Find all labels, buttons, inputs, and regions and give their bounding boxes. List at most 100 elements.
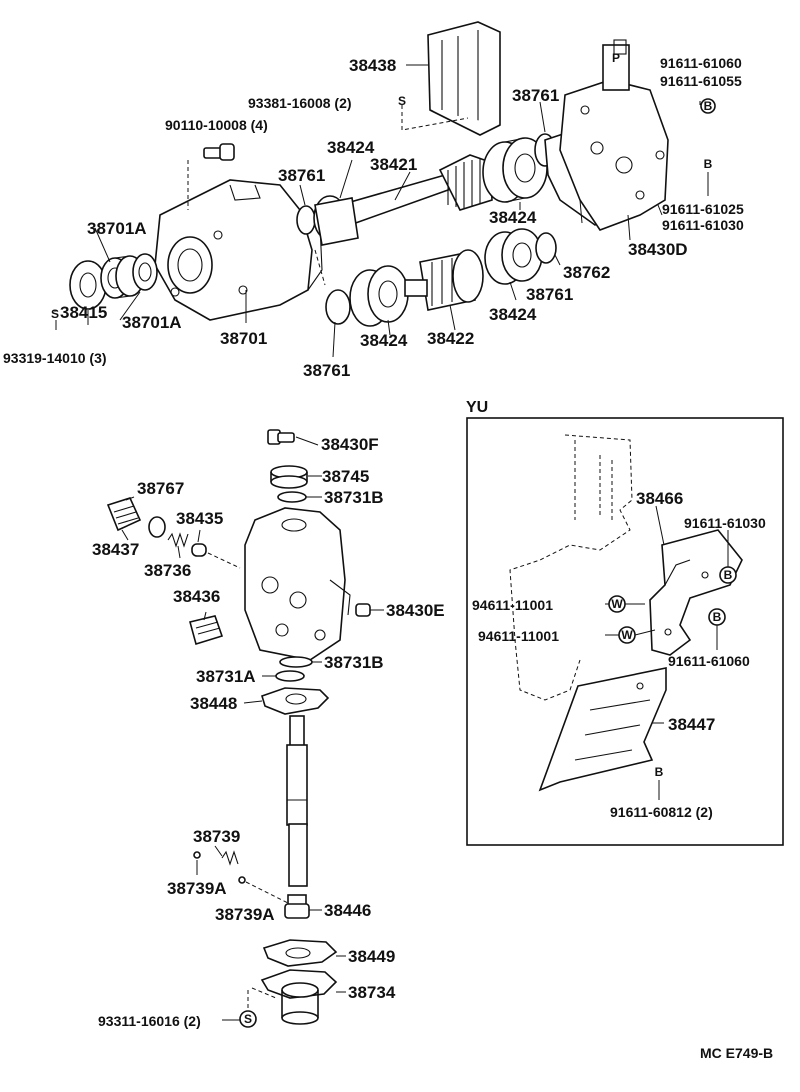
label-38430F: 38430F <box>321 435 379 454</box>
label-38424-d: 38424 <box>489 305 537 324</box>
part-90110-bolt <box>187 143 235 210</box>
label-38424-a: 38424 <box>327 138 375 157</box>
label-38466: 38466 <box>636 489 683 508</box>
part-38449-gasket <box>262 939 338 967</box>
symbol-b-upper: B <box>700 98 716 114</box>
label-38448: 38448 <box>190 694 237 713</box>
label-38421: 38421 <box>370 155 417 174</box>
label-38731B-a: 38731B <box>324 488 384 507</box>
part-38736-spring <box>167 532 189 548</box>
svg-text:S: S <box>244 1012 252 1026</box>
label-91611-61025: 91611-61025 <box>662 201 744 217</box>
part-38436-plug <box>189 615 224 646</box>
part-valve-body <box>244 507 351 661</box>
label-38701A-a: 38701A <box>87 219 147 238</box>
part-38447-plate <box>538 667 667 792</box>
part-38761-oring-d <box>325 289 351 325</box>
svg-text:B: B <box>713 610 722 624</box>
label-91611-61060: 91611-61060 <box>660 55 742 71</box>
part-38761-oring-c <box>535 232 557 264</box>
footer-code: MC E749-B <box>700 1045 773 1061</box>
label-38761-a: 38761 <box>278 166 325 185</box>
part-shaft <box>286 715 308 887</box>
label-38424-b: 38424 <box>489 208 537 227</box>
symbol-w-yu-1: W <box>608 595 626 613</box>
label-38449: 38449 <box>348 947 395 966</box>
label-91611-60812: 91611-60812 (2) <box>610 804 713 820</box>
symbol-b-lower: B <box>704 157 713 196</box>
part-38430F-bolt <box>267 429 295 445</box>
symbol-w-yu-2: W <box>618 626 636 644</box>
label-93311-16016: 93311-16016 (2) <box>98 1013 201 1029</box>
symbol-p: P <box>612 51 620 65</box>
part-38701A-bearing-2 <box>132 253 158 291</box>
label-38438: 38438 <box>349 56 396 75</box>
part-38424-gear-lower-left <box>349 265 409 327</box>
svg-text:B: B <box>724 568 733 582</box>
bottom-assembly: S 38430F 38745 38731B 38767 38435 38437 … <box>92 429 445 1029</box>
yu-title: YU <box>466 399 488 416</box>
part-38701-housing <box>154 179 323 321</box>
label-38447: 38447 <box>668 715 715 734</box>
label-38437: 38437 <box>92 540 139 559</box>
label-38701A-b: 38701A <box>122 313 182 332</box>
part-38448-gasket <box>261 687 330 715</box>
label-93319-14010: 93319-14010 (3) <box>3 350 107 366</box>
part-38745-ring <box>270 465 308 489</box>
label-yu-91611-61030: 91611-61030 <box>684 515 766 531</box>
label-38739: 38739 <box>193 827 240 846</box>
part-38731B-oring-b <box>279 656 313 668</box>
part-38731B-oring-a <box>277 491 307 503</box>
label-38436: 38436 <box>173 587 220 606</box>
label-93381-16008: 93381-16008 (2) <box>248 95 352 111</box>
label-38762: 38762 <box>563 263 610 282</box>
label-38761-b: 38761 <box>512 86 559 105</box>
svg-text:W: W <box>611 597 623 611</box>
label-38739A-a: 38739A <box>167 879 227 898</box>
label-90110-10008: 90110-10008 (4) <box>165 117 268 133</box>
part-38424-gear-lower-right <box>484 228 543 285</box>
symbol-b-yu-1: B <box>719 566 737 584</box>
label-38761-d: 38761 <box>303 361 350 380</box>
part-38767-oring <box>148 516 166 538</box>
label-38739A-b: 38739A <box>215 905 275 924</box>
part-38739A-ball-b <box>238 876 246 884</box>
symbol-b-yu-3: B <box>655 765 664 779</box>
part-38438-drawing <box>427 21 501 136</box>
label-38422: 38422 <box>427 329 474 348</box>
label-38701: 38701 <box>220 329 267 348</box>
symbol-s-93381: S <box>398 94 406 108</box>
label-38731B-b: 38731B <box>324 653 384 672</box>
symbol-s-93319: S <box>51 307 59 321</box>
label-91611-61030: 91611-61030 <box>662 217 744 233</box>
part-38761-oring-a <box>296 205 316 235</box>
symbol-b-yu-2: B <box>708 608 726 626</box>
part-38446-collar <box>284 894 310 919</box>
svg-text:B: B <box>704 99 713 113</box>
label-38415: 38415 <box>60 303 107 322</box>
part-38435-plunger <box>191 543 207 557</box>
part-38430E-bolt <box>355 603 371 617</box>
label-38446: 38446 <box>324 901 371 920</box>
svg-text:B: B <box>704 157 713 171</box>
yu-box: YU B W W B <box>466 399 784 846</box>
svg-text:W: W <box>621 628 633 642</box>
label-38430D: 38430D <box>628 240 688 259</box>
label-38767: 38767 <box>137 479 184 498</box>
label-91611-61055: 91611-61055 <box>660 73 742 89</box>
label-38761-c: 38761 <box>526 285 573 304</box>
svg-text:B: B <box>655 765 664 779</box>
svg-text:S: S <box>51 307 59 321</box>
label-38430E: 38430E <box>386 601 445 620</box>
part-38430D-cover: P <box>559 39 669 231</box>
label-38731A: 38731A <box>196 667 256 686</box>
part-38422-gear <box>404 249 484 311</box>
label-94611-11001-a: 94611-11001 <box>472 597 553 613</box>
part-38421-shaft <box>313 154 493 246</box>
label-38745: 38745 <box>322 467 369 486</box>
part-38466-bracket <box>649 529 743 656</box>
part-38739-spring <box>221 850 239 866</box>
label-38424-c: 38424 <box>360 331 408 350</box>
label-38736: 38736 <box>144 561 191 580</box>
